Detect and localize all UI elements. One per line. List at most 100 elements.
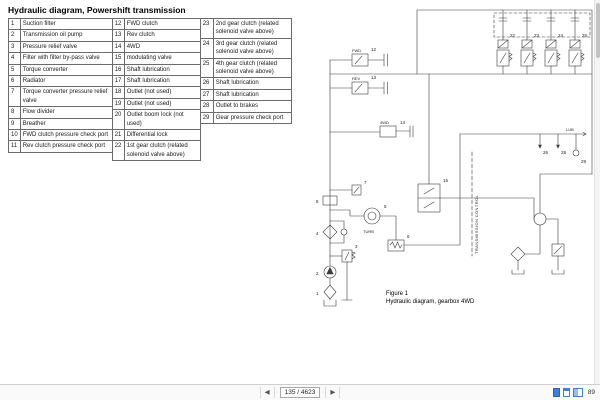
table-row: 1 Suction filter: [8, 17, 113, 31]
flow-divider-body: [322, 195, 338, 206]
relief-valve-arrow: [344, 251, 350, 261]
part-number: 14: [111, 40, 125, 54]
part-number: 26: [199, 77, 214, 90]
table-row: 25 4th gear clutch (related solenoid val…: [199, 57, 292, 79]
parts-table-2: 12 FWD clutch 13 Rev clutch 14 4WD: [111, 17, 201, 162]
gear-valve-3: [544, 49, 558, 67]
table-row: 28 Outlet to brakes: [199, 100, 292, 113]
torque-converter-inner: [367, 211, 377, 221]
aux-valve-arrow: [553, 245, 563, 255]
rev-valve-arrow: [354, 83, 363, 93]
aux-valve-body: [551, 243, 565, 257]
gear-valve-2: [520, 49, 534, 67]
part-number: 27: [199, 88, 214, 102]
frame-lines: [416, 9, 593, 175]
table-row: 22 1st gear clutch (related solenoid val…: [111, 140, 201, 162]
callout-3: 3: [355, 244, 358, 249]
scrollbar-thumb[interactable]: [596, 3, 600, 58]
table-row: 18 Outlet (not used): [111, 86, 201, 99]
aux-filter-symbol: [510, 246, 526, 262]
part-number: 7: [8, 86, 21, 108]
table-row: 24 3rd gear clutch (related solenoid val…: [199, 37, 292, 59]
table-row: 23 2nd gear clutch (related solenoid val…: [199, 18, 292, 39]
table-row: 12 FWD clutch: [111, 17, 201, 31]
callout-25: 25: [582, 33, 588, 38]
awd-valve-body: [379, 125, 397, 138]
aux-lines: [511, 218, 565, 275]
fwd-branch: [329, 53, 388, 67]
callout-26: 26: [543, 150, 549, 155]
table-row: 20 Outlet boom lock (not used): [111, 109, 201, 130]
lube-arrow-2: [556, 144, 560, 149]
clutch-pack-bars: [498, 17, 580, 22]
callout-5: 5: [384, 204, 387, 209]
part-description: Flow divider: [19, 106, 113, 119]
bottom-toolbar: ◀ 135 / 4623 ▶ 89: [0, 384, 600, 400]
part-number: 21: [111, 128, 125, 142]
page-number-field[interactable]: 135 / 4623: [279, 387, 321, 398]
part-description: Rev clutch: [123, 29, 201, 42]
tank-symbol: [323, 298, 337, 307]
table-row: 6 Radiator: [8, 74, 113, 88]
gear-valve-4: [568, 49, 582, 67]
single-page-view-icon[interactable]: [552, 388, 560, 397]
callout-23: 23: [534, 33, 540, 38]
facing-pages-view-icon[interactable]: [572, 388, 583, 397]
part-description: Differential lock: [123, 128, 201, 142]
table-row: 13 Rev clutch: [111, 29, 201, 42]
part-number: 12: [111, 17, 125, 31]
gear-valve-verticals: [502, 9, 576, 75]
table-row: 10 FWD clutch pressure check port: [8, 128, 113, 142]
part-number: 25: [199, 57, 214, 79]
part-description: modulating valve: [123, 52, 201, 65]
next-page-button[interactable]: ▶: [325, 387, 341, 398]
callout-8: 8: [316, 199, 319, 204]
tc-relief-arrow: [353, 186, 360, 194]
continuous-view-icon[interactable]: [562, 388, 570, 397]
part-number: 19: [111, 97, 125, 111]
transmission-control-label: TRANSMISSION CONTROL: [474, 195, 479, 254]
pump-flow-triangle: [326, 266, 334, 275]
part-number: 8: [8, 106, 21, 119]
solenoid-1: [497, 39, 509, 49]
callout-22: 22: [510, 33, 516, 38]
callout-29: 29: [581, 159, 587, 164]
vertical-scrollbar[interactable]: [594, 0, 600, 384]
part-description: FWD clutch: [123, 17, 201, 31]
table-row: 16 Shaft lubrication: [111, 63, 201, 76]
relief-valve-spring: [351, 251, 356, 260]
part-number: 20: [111, 109, 125, 130]
oil-pump-symbol: [323, 265, 337, 279]
view-controls: 89: [552, 385, 595, 400]
part-description: Outlet boom lock (not used): [123, 109, 201, 130]
part-description: Torque converter pressure relief valve: [19, 86, 113, 108]
callout-1: 1: [316, 291, 319, 296]
part-number: 22: [111, 140, 125, 162]
table-row: 4 Filter with filter by-pass valve: [8, 52, 113, 65]
part-number: 9: [8, 117, 21, 130]
part-description: Shaft lubrication: [123, 63, 201, 76]
part-number: 18: [111, 86, 125, 99]
part-number: 24: [199, 37, 214, 59]
previous-page-button[interactable]: ◀: [259, 387, 275, 398]
tc-relief-body: [351, 184, 362, 196]
torque-converter-outer: [363, 207, 381, 225]
callout-12: 12: [371, 47, 377, 52]
part-description: Radiator: [19, 74, 113, 88]
part-number: 11: [8, 140, 21, 153]
part-number: 23: [199, 18, 214, 39]
table-row: 17 Shaft lubrication: [111, 74, 201, 88]
table-row: 7 Torque converter pressure relief valve: [8, 86, 113, 108]
gear-valve-diagonals: [497, 39, 581, 64]
part-description: Shaft lubrication: [123, 74, 201, 88]
table-row: 9 Breather: [8, 117, 113, 130]
figure-caption: Figure 1 Hydraulic diagram, gearbox 4WD: [386, 290, 474, 306]
callout-15: 15: [443, 178, 449, 183]
solenoid-2: [521, 39, 533, 49]
callout-14: 14: [400, 120, 406, 125]
callout-6: 6: [407, 234, 410, 239]
table-row: 3 Pressure relief valve: [8, 40, 113, 54]
solenoid-3: [545, 39, 557, 49]
part-number: 6: [8, 74, 21, 88]
